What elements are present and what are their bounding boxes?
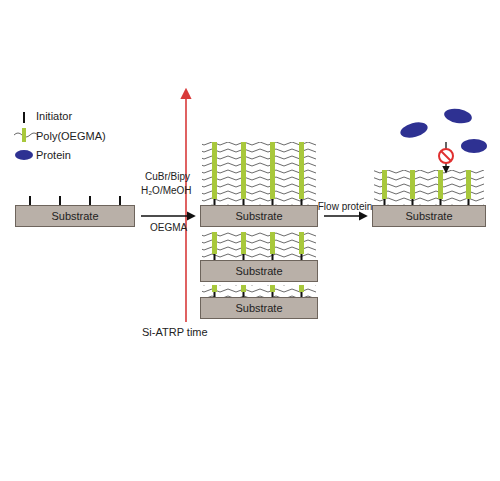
initiator-sample (23, 112, 25, 123)
polymer-brush-right (374, 170, 484, 205)
substrate-box: Substrate (200, 205, 318, 227)
polymer-brush-medium (202, 232, 316, 260)
substrate-label: Substrate (405, 210, 452, 222)
substrate-box: Substrate (372, 205, 486, 227)
substrate-label: Substrate (235, 265, 282, 277)
reaction-condition: CuBr/Bipy (145, 171, 190, 182)
process-arrow (141, 215, 194, 216)
legend-text: Protein (36, 149, 71, 161)
blocked-symbol (439, 149, 453, 163)
substrate-box: Substrate (15, 205, 135, 227)
polymer-brush-short (202, 285, 316, 297)
initiator-ticks (29, 196, 121, 205)
substrate-label: Substrate (235, 302, 282, 314)
substrate-label: Substrate (51, 210, 98, 222)
substrate-label: Substrate (235, 210, 282, 222)
arrow-label: Flow protein (318, 201, 372, 212)
protein-molecules (399, 107, 487, 153)
polymer-sample (14, 128, 38, 142)
protein-sample (15, 150, 33, 160)
substrate-box: Substrate (200, 297, 318, 319)
legend-entry: Poly(OEGMA) (36, 130, 106, 142)
axis-label: Si-ATRP time (142, 326, 208, 338)
legend-text: Initiator (36, 110, 72, 122)
legend-text: Poly(OEGMA) (36, 130, 106, 142)
legend-entry: Protein (36, 149, 71, 161)
time-axis-arrow (185, 90, 187, 322)
process-arrow (324, 215, 366, 216)
reaction-condition: H₂O/MeOH (141, 185, 192, 196)
reaction-condition: OEGMA (150, 222, 187, 233)
polymer-brush-long (202, 142, 316, 205)
substrate-box: Substrate (200, 260, 318, 282)
legend-entry: Initiator (36, 110, 72, 122)
